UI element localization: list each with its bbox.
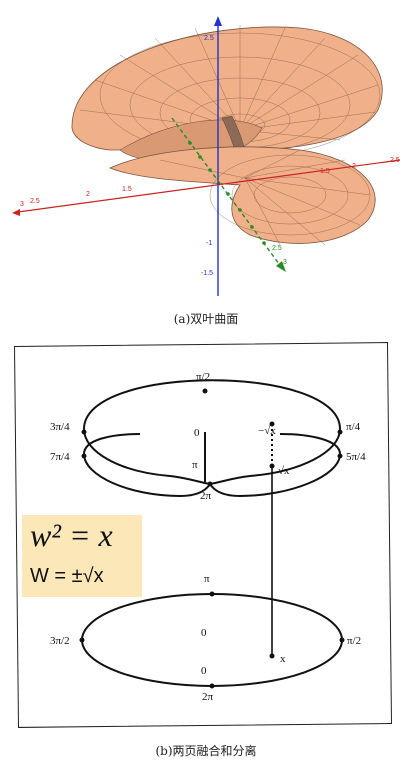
svg-text:5π/4: 5π/4 [346,451,366,463]
svg-text:1.5: 1.5 [122,186,132,193]
formula-line-2: W = ±√x [30,565,104,587]
svg-text:0: 0 [201,627,207,639]
svg-text:0: 0 [194,427,200,439]
svg-text:2: 2 [352,163,356,170]
svg-text:3: 3 [20,201,24,208]
svg-text:-1.5: -1.5 [201,270,213,277]
caption-b: (b)两页融合和分离 [155,744,257,758]
svg-text:π/2: π/2 [347,635,361,647]
svg-text:2: 2 [86,191,90,198]
bottom-sheet-points [79,591,345,689]
svg-text:2π: 2π [202,691,214,703]
svg-text:1.5: 1.5 [320,168,330,175]
svg-text:7π/4: 7π/4 [50,451,70,463]
svg-text:3π/4: 3π/4 [50,421,70,433]
svg-text:-1: -1 [206,240,212,247]
bottom-sheet [81,593,343,687]
svg-text:2.5: 2.5 [30,198,40,205]
axes: 3 2.5 2 1.5 1.5 2 2.5 2.5 -1 -1.5 2.5 3 [12,16,401,296]
figure-b-riemann-sheets: π/2 3π/4 7π/4 π/4 5π/4 0 π 2π −√x √x π 3… [50,371,366,703]
x-axis [17,159,401,213]
svg-text:2.5: 2.5 [272,245,282,252]
svg-text:π/2: π/2 [196,371,210,383]
svg-text:π: π [192,459,198,471]
svg-text:3: 3 [283,259,287,266]
svg-text:2.5: 2.5 [204,35,214,42]
svg-text:π/4: π/4 [346,421,361,433]
figure-a-double-sheet-surface: 3 2.5 2 1.5 1.5 2 2.5 2.5 -1 -1.5 2.5 3 [12,16,401,296]
svg-text:2.5: 2.5 [390,157,400,164]
lower-sheet [108,146,376,246]
svg-text:3π/2: 3π/2 [50,635,70,647]
svg-text:0: 0 [201,665,207,677]
formula-box: w² = x W = ±√x [22,515,142,597]
svg-text:x: x [280,653,286,665]
caption-a: (a)双叶曲面 [173,312,239,326]
svg-text:−√x: −√x [258,425,276,437]
top-sheet [82,379,342,656]
svg-text:π: π [204,573,210,585]
formula-line-1: w² = x [30,517,113,553]
svg-text:2π: 2π [200,490,212,502]
top-sheet-points [81,388,343,487]
svg-text:√x: √x [278,465,290,477]
